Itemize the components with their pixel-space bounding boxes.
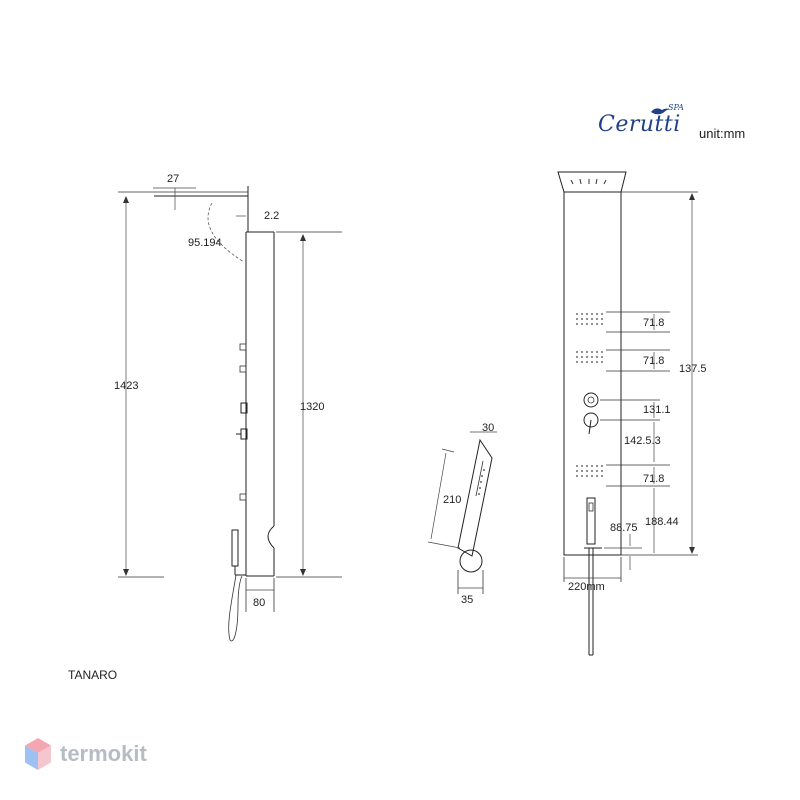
hand-shower-view: 30 210 35: [427, 422, 497, 606]
watermark: termokit: [24, 737, 147, 771]
dim-valve-to-spray: 142.5.3: [624, 435, 661, 447]
dim-angle: 95.194: [188, 237, 222, 249]
dim-panel-height: 1320: [300, 401, 324, 413]
dim-top-width: 27: [167, 173, 179, 185]
watermark-text: termokit: [60, 741, 147, 766]
dim-spray-3: 71.8: [643, 473, 664, 485]
unit-label: unit:mm: [699, 126, 746, 141]
dim-front-height: 137.5: [679, 363, 707, 375]
dim-bottom-depth: 80: [253, 597, 265, 609]
watermark-logo-icon: [25, 738, 51, 770]
dim-front-width: 220mm: [568, 581, 605, 593]
brand-logo-superscript: SPA: [668, 103, 684, 112]
dim-spray-to-outlet: 188.44: [645, 516, 679, 528]
dim-spray-2: 71.8: [643, 355, 664, 367]
dim-valve-gap: 131.1: [643, 404, 671, 416]
dim-head-width: 30: [482, 422, 494, 434]
bird-icon: [651, 108, 669, 115]
dim-spray-1: 71.8: [643, 317, 664, 329]
dim-hand-length: 210: [443, 494, 461, 506]
side-view: 27 2.2 95.194 1423 1320 80: [114, 173, 342, 642]
front-view: 71.8 71.8 131.1 142.5.3 71.8 188.44 88.7…: [557, 171, 707, 656]
dim-total-height: 1423: [114, 380, 138, 392]
dim-handle-width: 35: [461, 594, 473, 606]
dim-outlet-offset: 88.75: [610, 522, 638, 534]
dim-offset: 2.2: [264, 210, 279, 222]
model-name: TANARO: [68, 668, 118, 682]
brand-logo: Cerutti: [598, 112, 681, 137]
